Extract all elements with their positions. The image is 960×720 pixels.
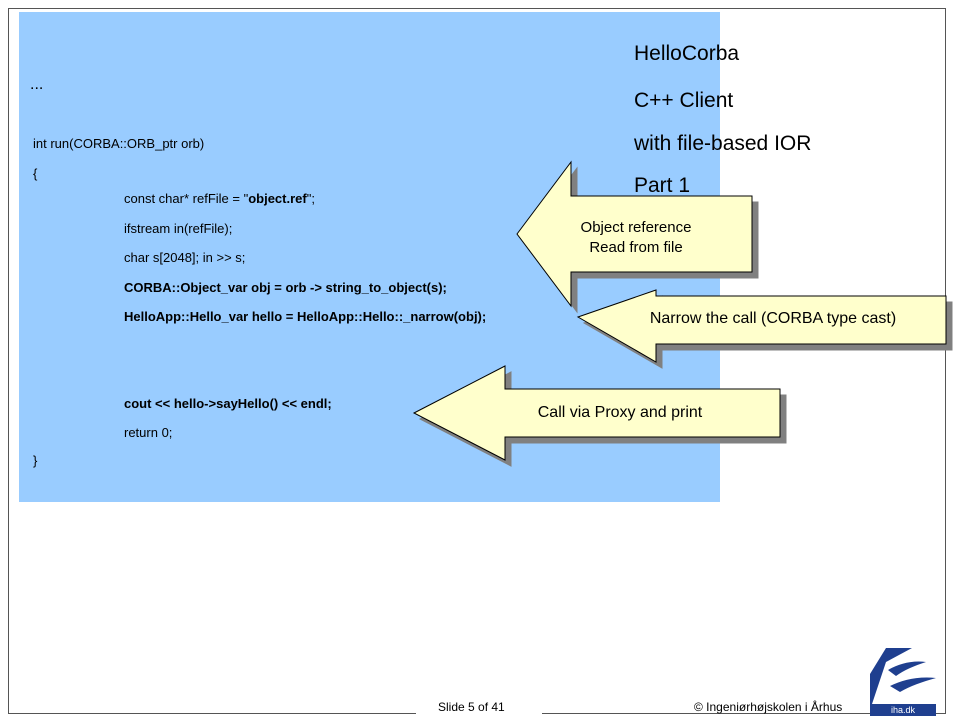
code-line-reffile: const char* refFile = "object.ref"; — [124, 191, 315, 206]
callout-narrow — [576, 289, 953, 369]
callout-object-reference-line-2: Read from file — [589, 239, 683, 256]
iha-logo-icon: iha.dk — [870, 648, 936, 716]
slide-frame-right — [945, 8, 946, 714]
callout-narrow-text: Narrow the call (CORBA type cast) — [649, 310, 897, 327]
slide-title-line-4: Part 1 — [634, 174, 691, 197]
code-line-signature: int run(CORBA::ORB_ptr orb) — [33, 136, 205, 151]
slide-frame-bottom-left — [8, 713, 416, 714]
code-ellipsis: ... — [30, 76, 44, 93]
slide-title-line-2: C++ Client — [634, 89, 734, 112]
code-line-close-brace: } — [33, 453, 38, 468]
logo-text: iha.dk — [891, 705, 916, 715]
callout-proxy — [412, 365, 787, 467]
code-reffile-prefix: const char* refFile = " — [124, 191, 249, 206]
code-line-ifstream: ifstream in(refFile); — [124, 221, 233, 236]
slide-title-line-1: HelloCorba — [634, 42, 740, 65]
slide-frame-top — [8, 8, 946, 9]
callout-object-reference-text: Object reference Read from file — [566, 218, 706, 258]
slide-frame-bottom-right — [542, 713, 946, 714]
code-line-open-brace: { — [33, 166, 38, 181]
callout-proxy-text: Call via Proxy and print — [537, 404, 703, 421]
slide-title-line-3: with file-based IOR — [634, 132, 812, 155]
slide-number: Slide 5 of 41 — [438, 700, 505, 714]
code-reffile-name: object.ref — [248, 191, 307, 206]
callout-object-reference-line-1: Object reference — [580, 219, 692, 236]
code-reffile-suffix: "; — [306, 191, 315, 206]
slide-frame-left — [8, 8, 9, 714]
copyright: © Ingeniørhøjskolen i Århus — [694, 700, 843, 714]
code-line-narrow: HelloApp::Hello_var hello = HelloApp::He… — [124, 309, 487, 324]
code-line-char-buffer: char s[2048]; in >> s; — [124, 250, 246, 265]
callout-object-reference — [516, 160, 759, 314]
code-line-return: return 0; — [124, 425, 173, 440]
code-line-cout: cout << hello->sayHello() << endl; — [124, 396, 332, 411]
code-line-string-to-object: CORBA::Object_var obj = orb -> string_to… — [124, 280, 447, 295]
